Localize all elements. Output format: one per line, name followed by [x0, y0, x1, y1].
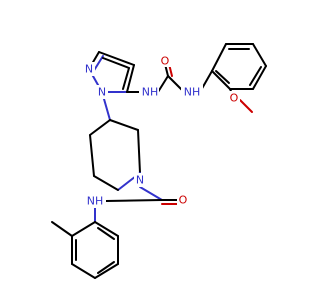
bond-ar1-d3	[215, 70, 230, 84]
svg-text:O: O	[230, 92, 239, 105]
piperidine-nitrogen: N	[134, 173, 146, 187]
bond-ome-c	[239, 99, 253, 113]
bond-ar1-4	[252, 65, 267, 90]
bond-layer	[51, 43, 267, 279]
atom-label-layer: N N NH O NH O N O	[83, 53, 240, 208]
bond-nh-co	[157, 75, 169, 93]
bond-ar1-6	[211, 70, 231, 90]
bond-pz-c4-c3-dbl	[102, 57, 130, 69]
bond-ar1-d2	[249, 66, 262, 86]
svg-text:NH: NH	[142, 86, 159, 99]
svg-text:N: N	[136, 174, 144, 187]
bond-pip-6	[89, 119, 111, 136]
bond-c-nh	[105, 199, 163, 202]
pyrazole-nitrogen-1: N	[96, 85, 108, 99]
bond-ar2-1	[71, 221, 96, 237]
bond-pip-2	[137, 129, 141, 174]
bond-pipn-c	[139, 186, 163, 201]
bond-ar1-1	[211, 43, 227, 72]
urea-nh-right: NH	[181, 85, 203, 99]
svg-text:NH: NH	[184, 86, 201, 99]
bond-ar2-d3	[97, 227, 115, 240]
urea-oxygen: O	[159, 53, 171, 68]
bond-pz-c4-c3	[98, 51, 135, 66]
carboxamide-oxygen: O	[177, 193, 189, 207]
svg-text:O: O	[179, 194, 188, 207]
svg-text:N: N	[85, 63, 93, 76]
bond-ar1-3	[252, 43, 267, 67]
urea-nh-left: NH	[139, 85, 159, 99]
molecule-structure: N N NH O NH O N O	[51, 43, 267, 279]
svg-text:N: N	[98, 86, 106, 99]
bond-ar2-d2	[97, 261, 115, 274]
pyrazole-nitrogen-2: N	[83, 62, 95, 76]
svg-text:NH: NH	[87, 195, 104, 208]
svg-text:O: O	[161, 55, 170, 68]
bond-pip-4	[93, 175, 119, 191]
bond-pz-c5-c4	[126, 64, 135, 93]
bond-ar2-3	[71, 263, 96, 279]
bond-methyl	[51, 221, 73, 237]
methoxy-oxygen: O	[228, 91, 240, 105]
bond-ar2-6	[94, 221, 119, 237]
carboxamide-nh: NH	[84, 194, 106, 208]
bond-pz-c5-c4-dbl	[122, 67, 130, 90]
bond-pip-5	[89, 134, 95, 177]
bond-pip-1	[109, 119, 139, 131]
bond-ar2-4	[94, 263, 119, 279]
